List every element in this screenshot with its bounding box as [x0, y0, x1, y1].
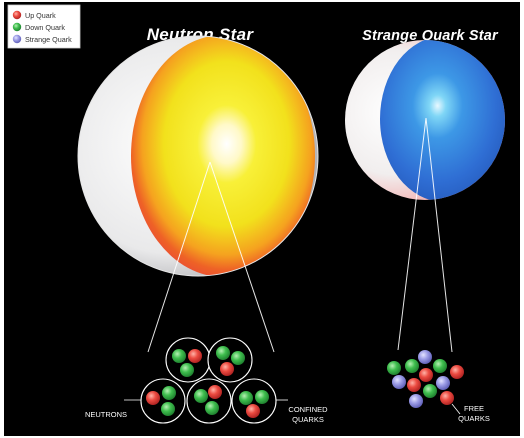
quark — [392, 375, 406, 389]
quark — [172, 349, 186, 363]
legend-down-quark-swatch — [12, 22, 22, 32]
quark — [216, 346, 230, 360]
free-quarks-label-line2: QUARKS — [458, 414, 490, 423]
confined-quarks-label-line1: CONFINED — [288, 405, 328, 414]
quark — [146, 391, 160, 405]
legend-strange-quark-label: Strange Quark — [25, 35, 72, 44]
free-quarks-label-line1: FREE — [464, 404, 484, 413]
quark — [180, 363, 194, 377]
quark — [419, 368, 433, 382]
neutrons-label: NEUTRONS — [85, 410, 127, 419]
quark — [246, 404, 260, 418]
quark — [208, 385, 222, 399]
quark — [205, 401, 219, 415]
quark — [440, 391, 454, 405]
quark — [188, 349, 202, 363]
free-quarks-pointer — [451, 403, 461, 415]
quark — [423, 384, 437, 398]
strange-star-interior — [380, 40, 505, 200]
legend: Up Quark Down Quark Strange Quark — [7, 4, 81, 49]
quark — [239, 391, 253, 405]
quark — [433, 359, 447, 373]
neutron-star-outline — [77, 35, 319, 277]
quark — [220, 362, 234, 376]
quark — [450, 365, 464, 379]
confined-quarks-label-line2: QUARKS — [292, 415, 324, 424]
legend-up-quark-swatch — [12, 10, 22, 20]
quark — [162, 386, 176, 400]
legend-strange-quark-swatch — [12, 34, 22, 44]
quark — [387, 361, 401, 375]
quark — [255, 390, 269, 404]
neutrons-cluster — [140, 337, 277, 424]
quark — [405, 359, 419, 373]
cluster-labels: NEUTRONS CONFINED QUARKS FREE QUARKS — [85, 399, 490, 424]
neutron-star-interior — [131, 36, 315, 276]
legend-up-quark-label: Up Quark — [25, 11, 56, 20]
quark — [407, 378, 421, 392]
quark — [161, 402, 175, 416]
strange-star-title: Strange Quark Star — [362, 28, 499, 44]
quark — [409, 394, 423, 408]
quark — [231, 351, 245, 365]
neutron-star — [77, 35, 319, 277]
quark — [436, 376, 450, 390]
zoom-lines — [147, 117, 453, 353]
free-quarks-cluster — [387, 350, 464, 408]
quark — [194, 389, 208, 403]
strange-quark-star — [345, 40, 505, 200]
quark — [418, 350, 432, 364]
legend-down-quark-label: Down Quark — [25, 23, 65, 32]
